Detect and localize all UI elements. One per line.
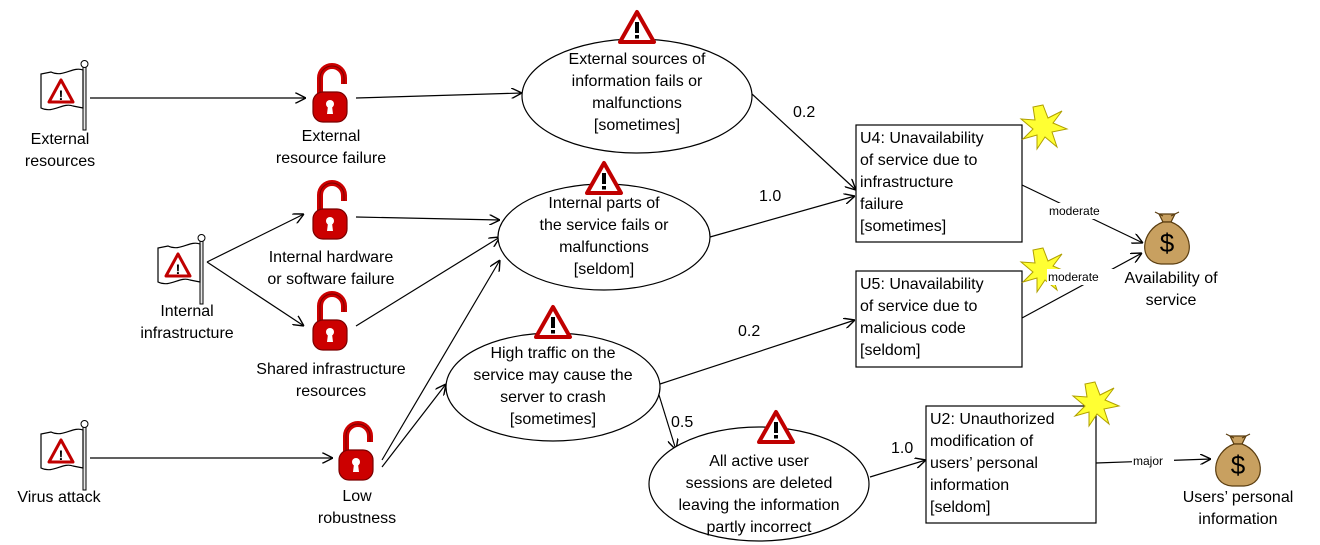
edge-t2-v3 — [206, 261, 304, 326]
label-bg — [1132, 453, 1174, 469]
warning-triangle-icon — [618, 10, 656, 44]
incident-u2-text: U2: Unauthorized modification of users’ … — [930, 409, 1110, 519]
incident-u2-shape — [925, 405, 1097, 524]
vulnerability-label-internal-hw-sw-failure: Internal hardware or software failure — [246, 247, 416, 291]
incident-u4-text: U4: Unavailability of service due to inf… — [860, 128, 1040, 238]
vulnerability-text: Low robustness — [317, 488, 397, 527]
likelihood-label-s3-u5: 0.2 — [738, 323, 761, 340]
edge-s4-u2 — [869, 460, 926, 478]
consequence-label-u2-a2: major — [1133, 454, 1164, 468]
open-padlock-icon — [313, 66, 347, 122]
scenario-s3-text: High traffic on the service may cause th… — [443, 343, 663, 431]
incident-u5-shape — [855, 270, 1023, 368]
asset-label-availability: Availability of service — [1106, 268, 1236, 312]
edge-s1-u4 — [751, 93, 856, 190]
asset-text: Users’ personal information — [1182, 489, 1294, 528]
edge-s2-u4 — [709, 196, 855, 238]
money-bag-icon — [1144, 211, 1190, 265]
consequence-label-u4-a1: moderate — [1049, 204, 1100, 218]
open-padlock-icon — [339, 424, 373, 480]
edge-v1-s1 — [355, 93, 522, 98]
edge-v4-s2 — [381, 260, 500, 461]
incident-u4-shape — [855, 124, 1023, 243]
likelihood-label-s4-u2: 1.0 — [891, 440, 914, 457]
open-padlock-icon — [313, 183, 347, 239]
scenario-text: All active user sessions are deleted lea… — [678, 453, 840, 536]
threat-text: Virus attack — [17, 489, 101, 506]
scenario-text: High traffic on the service may cause th… — [473, 345, 633, 428]
threat-label-internal-infrastructure: Internal infrastructure — [122, 301, 252, 345]
scenario-text: Internal parts of the service fails or m… — [539, 195, 669, 278]
warning-triangle-icon — [585, 161, 623, 195]
likelihood-label-s3-s4: 0.5 — [671, 414, 694, 431]
threat-text: External resources — [24, 131, 96, 170]
asset-label-personal-info: Users’ personal information — [1168, 487, 1308, 531]
edge-v2-s2 — [355, 217, 500, 220]
warning-flag-icon — [39, 59, 90, 132]
open-padlock-icon — [313, 294, 347, 350]
likelihood-label-s1-u4: 0.2 — [793, 104, 816, 121]
scenario-s1-text: External sources of information fails or… — [537, 49, 737, 137]
label-bg — [1048, 203, 1118, 219]
edge-s3-u5 — [659, 320, 855, 385]
edge-v3-s2 — [355, 237, 500, 327]
scenario-s2-text: Internal parts of the service fails or m… — [504, 193, 704, 281]
edges — [90, 93, 1211, 478]
scenario-text: External sources of information fails or… — [568, 51, 706, 134]
vulnerability-text: External resource failure — [275, 128, 387, 167]
vulnerability-label-external-resource-failure: External resource failure — [261, 126, 401, 170]
edge-v4-s3 — [381, 384, 446, 468]
vulnerability-label-low-robustness: Low robustness — [312, 486, 402, 530]
vulnerability-text: Internal hardware or software failure — [267, 249, 395, 288]
vulnerability-text: Shared infrastructure resources — [256, 361, 406, 400]
threat-text: Internal infrastructure — [140, 303, 234, 342]
likelihood-label-s2-u4: 1.0 — [759, 188, 782, 205]
warning-triangle-icon — [534, 305, 572, 339]
scenario-s4-text: All active user sessions are deleted lea… — [654, 451, 864, 539]
incident-u5-text: U5: Unavailability of service due to mal… — [860, 274, 1040, 362]
edge-s3-s4 — [658, 394, 676, 450]
warning-flag-icon — [156, 233, 207, 306]
asset-text: Availability of service — [1124, 270, 1218, 309]
edge-t2-v2 — [206, 214, 304, 263]
threat-label-external-resources: External resources — [10, 129, 110, 173]
incident-text: U2: Unauthorized modification of users’ … — [930, 411, 1055, 516]
label-bg — [1047, 269, 1117, 285]
money-bag-icon — [1215, 433, 1261, 487]
incident-text: U4: Unavailability of service due to inf… — [860, 130, 984, 235]
incident-text: U5: Unavailability of service due to mal… — [860, 276, 984, 359]
threat-label-virus-attack: Virus attack — [4, 487, 114, 509]
edge-u5-a1 — [1021, 253, 1142, 319]
scenario-s4-shape — [648, 426, 870, 542]
consequence-label-u5-a1: moderate — [1048, 270, 1099, 284]
vulnerability-label-shared-infrastructure: Shared infrastructure resources — [236, 359, 426, 403]
warning-flag-icon — [39, 419, 90, 492]
